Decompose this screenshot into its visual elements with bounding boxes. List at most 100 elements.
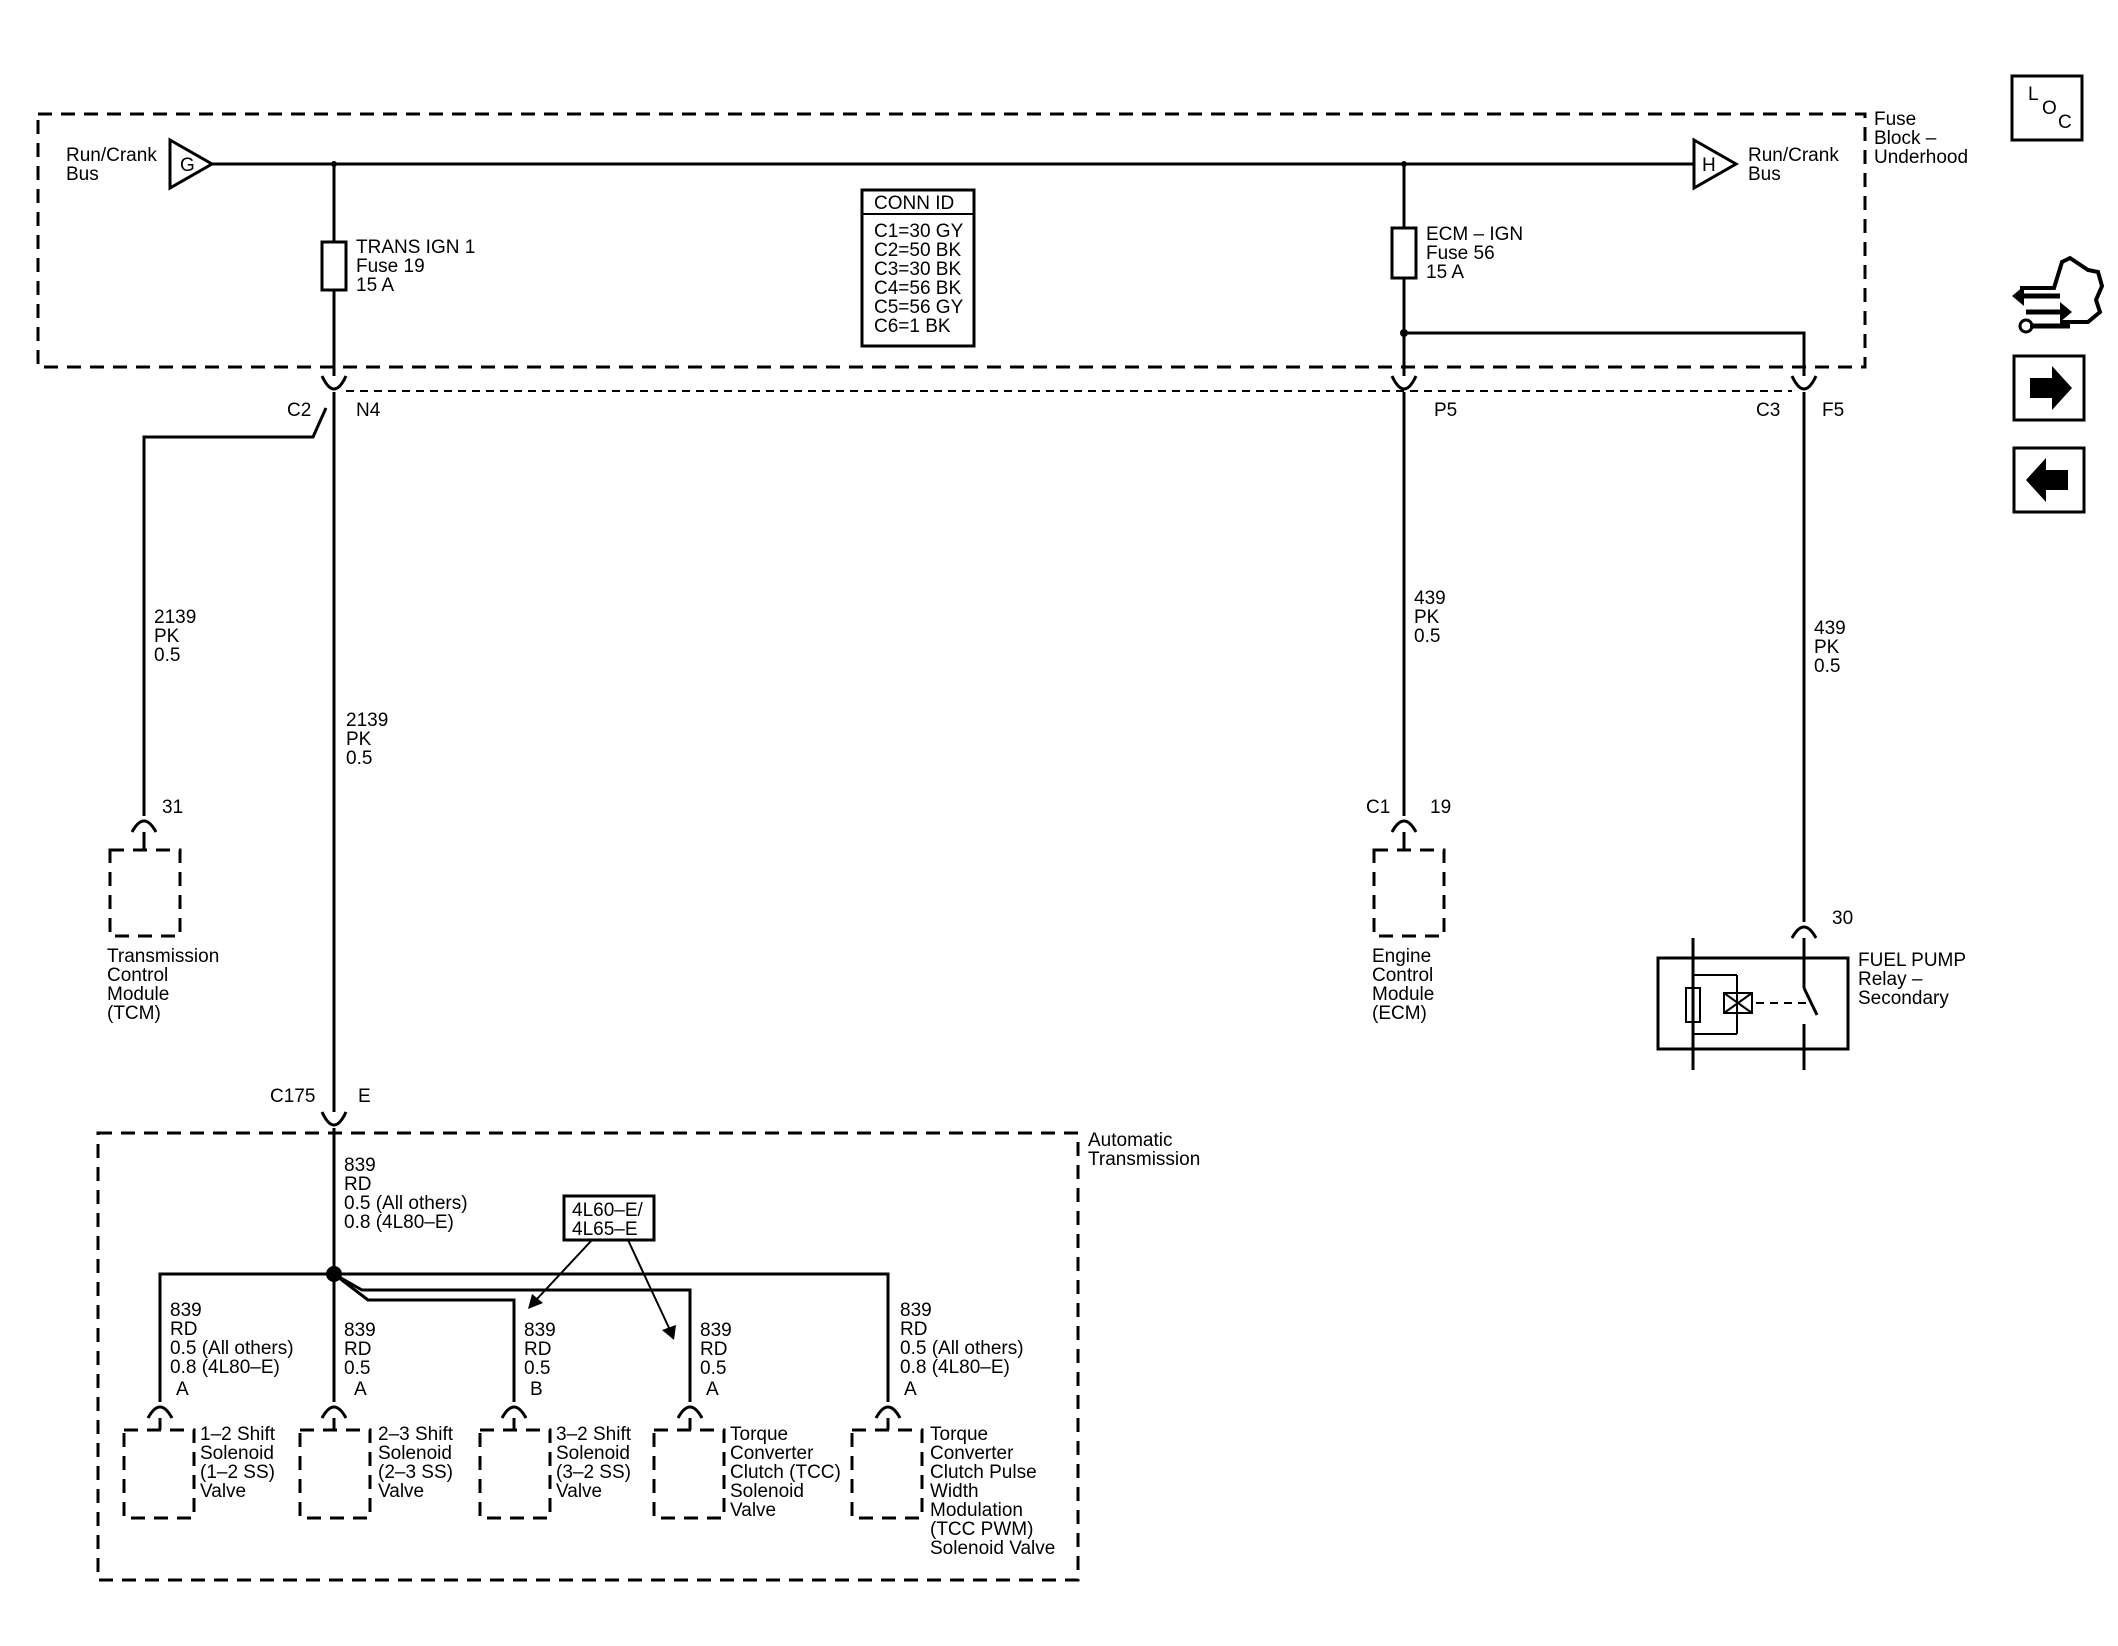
relay-resistor bbox=[1685, 987, 1701, 1023]
bus-left-label-1: Run/Crank bbox=[66, 145, 157, 166]
tcm-label-1: Transmission bbox=[107, 946, 219, 967]
sol-23-label-3: (2–3 SS) bbox=[378, 1462, 453, 1483]
wire-s12-label-4: 0.8 (4L80–E) bbox=[170, 1357, 280, 1378]
previous-arrow-icon[interactable] bbox=[2012, 446, 2086, 514]
connector-tcc bbox=[676, 1405, 704, 1419]
wire-ecm-label-2: PK bbox=[1414, 607, 1440, 628]
wire-tcm-label-3: 0.5 bbox=[154, 645, 180, 666]
connector-c3-label: C3 bbox=[1756, 400, 1780, 421]
connector-p5 bbox=[1390, 375, 1418, 391]
connector-tcc-pwm bbox=[874, 1405, 902, 1419]
wire-pwm-label-4: 0.8 (4L80–E) bbox=[900, 1357, 1010, 1378]
wire-auto-main-label-1: 839 bbox=[344, 1155, 376, 1176]
connector-tcm bbox=[130, 819, 158, 833]
tcm-label-3: Module bbox=[107, 984, 169, 1005]
connector-c2-label: C2 bbox=[287, 400, 311, 421]
fuse-trans-label-3: 15 A bbox=[356, 275, 394, 296]
sol-pwm-label-5: Modulation bbox=[930, 1500, 1023, 1521]
solenoid-tcc-pwm bbox=[850, 1428, 924, 1520]
wire-tcm-label-1: 2139 bbox=[154, 607, 196, 628]
fuse-ecm-label-2: Fuse 56 bbox=[1426, 243, 1495, 264]
conn-id-row: C3=30 BK bbox=[874, 259, 961, 280]
fuse-block-label-3: Underhood bbox=[1874, 147, 1968, 168]
wire-auto-main-label-2: RD bbox=[344, 1174, 371, 1195]
sol-23-label-1: 2–3 Shift bbox=[378, 1424, 454, 1445]
sol-tcc-label-4: Solenoid bbox=[730, 1481, 804, 1502]
tcm-pin-label: 31 bbox=[162, 797, 183, 818]
sol-tcc-label-2: Converter bbox=[730, 1443, 814, 1464]
ecm-label-3: Module bbox=[1372, 984, 1434, 1005]
fuse-block-label-2: Block – bbox=[1874, 128, 1937, 149]
fuse-ecm-label-1: ECM – IGN bbox=[1426, 224, 1523, 245]
relay-label-2: Relay – bbox=[1858, 969, 1923, 990]
bus-right-triangle bbox=[1692, 137, 1740, 191]
wire-tcc-label-3: 0.5 bbox=[700, 1358, 726, 1379]
tcm-label-2: Control bbox=[107, 965, 168, 986]
auto-trans-label-2: Transmission bbox=[1088, 1149, 1200, 1170]
ecm-label-2: Control bbox=[1372, 965, 1433, 986]
connector-f5 bbox=[1790, 375, 1818, 391]
fuse-ecm-label-3: 15 A bbox=[1426, 262, 1464, 283]
wire-to-tcm bbox=[142, 407, 328, 816]
wire-auto-main-label-3: 0.5 (All others) bbox=[344, 1193, 468, 1214]
connector-32ss bbox=[500, 1405, 528, 1419]
connector-c175-label: C175 bbox=[270, 1086, 315, 1107]
connector-12ss bbox=[146, 1405, 174, 1419]
solenoid-1-2-shift bbox=[122, 1428, 196, 1520]
wire-pwm-label-2: RD bbox=[900, 1319, 927, 1340]
wiring-harness-icon[interactable] bbox=[2012, 255, 2105, 334]
automatic-transmission-outline bbox=[96, 1131, 1080, 1582]
fuel-pump-relay bbox=[1656, 956, 1850, 1051]
fuse-ecm-ign bbox=[1390, 226, 1418, 280]
solenoid-2-3-shift bbox=[298, 1428, 372, 1520]
loc-letter-l: L bbox=[2028, 84, 2039, 105]
connector-ecm bbox=[1390, 819, 1418, 833]
wire-s32-label-2: RD bbox=[524, 1339, 551, 1360]
conn-id-row: C6=1 BK bbox=[874, 316, 951, 337]
ecm-pin-label: 19 bbox=[1430, 797, 1451, 818]
auto-trans-label-1: Automatic bbox=[1088, 1130, 1172, 1151]
connector-n4 bbox=[320, 375, 348, 391]
variant-box-4l60e bbox=[562, 1194, 656, 1242]
tcm-label-4: (TCM) bbox=[107, 1003, 161, 1024]
sol-pwm-label-3: Clutch Pulse bbox=[930, 1462, 1037, 1483]
wire-tcc-label-2: RD bbox=[700, 1339, 727, 1360]
variant-box-label-2: 4L65–E bbox=[572, 1219, 638, 1240]
wire-pwm-label-3: 0.5 (All others) bbox=[900, 1338, 1024, 1359]
sol-12-label-4: Valve bbox=[200, 1481, 246, 1502]
sol-32-label-2: Solenoid bbox=[556, 1443, 630, 1464]
sol-23-pin: A bbox=[354, 1379, 367, 1400]
sol-12-label-3: (1–2 SS) bbox=[200, 1462, 275, 1483]
tcm-module bbox=[108, 848, 182, 938]
wire-auto-main-label-4: 0.8 (4L80–E) bbox=[344, 1212, 454, 1233]
conn-id-box bbox=[860, 188, 976, 348]
connector-23ss bbox=[320, 1405, 348, 1419]
wire-s32-label-1: 839 bbox=[524, 1320, 556, 1341]
solenoid-tcc bbox=[652, 1428, 726, 1520]
wire-to-32ss bbox=[333, 1272, 516, 1402]
conn-id-title: CONN ID bbox=[874, 193, 954, 214]
sol-pwm-label-7: Solenoid Valve bbox=[930, 1538, 1055, 1559]
relay-label-3: Secondary bbox=[1858, 988, 1949, 1009]
relay-coil bbox=[1723, 992, 1753, 1014]
loc-letter-o: O bbox=[2042, 98, 2057, 119]
loc-button[interactable]: L O C bbox=[2010, 74, 2084, 142]
conn-id-row: C2=50 BK bbox=[874, 240, 961, 261]
wire-tcc-label-1: 839 bbox=[700, 1320, 732, 1341]
wire-ecm-label-3: 0.5 bbox=[1414, 626, 1440, 647]
wire-s23-label-2: RD bbox=[344, 1339, 371, 1360]
wire-pwm-label-1: 839 bbox=[900, 1300, 932, 1321]
wire-trans-label-2: PK bbox=[346, 729, 372, 750]
sol-32-pin: B bbox=[530, 1379, 543, 1400]
sol-tcc-pin: A bbox=[706, 1379, 719, 1400]
fuse-trans-label-1: TRANS IGN 1 bbox=[356, 237, 475, 258]
sol-32-label-1: 3–2 Shift bbox=[556, 1424, 632, 1445]
variant-box-label-1: 4L60–E/ bbox=[572, 1200, 644, 1221]
next-arrow-icon[interactable] bbox=[2012, 354, 2086, 422]
sol-tcc-label-3: Clutch (TCC) bbox=[730, 1462, 841, 1483]
fuse-block-outline bbox=[36, 112, 1867, 369]
wire-relay-label-2: PK bbox=[1814, 637, 1840, 658]
sol-tcc-label-1: Torque bbox=[730, 1424, 788, 1445]
